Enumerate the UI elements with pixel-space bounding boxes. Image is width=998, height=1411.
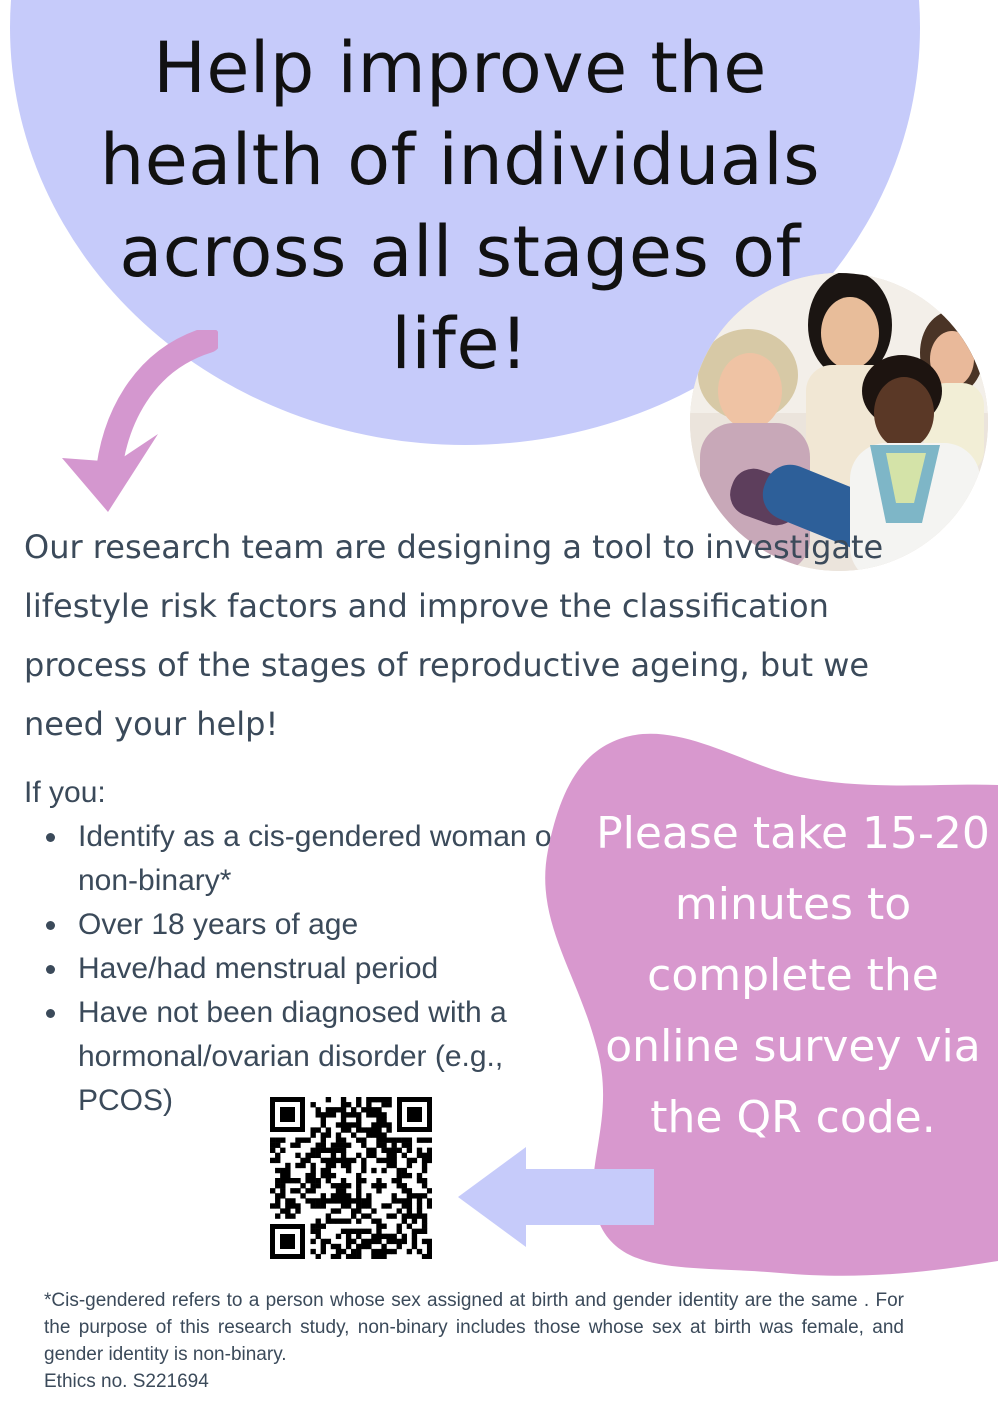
call-to-action-text: Please take 15-20 minutes to complete th…	[596, 808, 990, 1143]
criteria-item: Over 18 years of age	[24, 903, 604, 947]
criteria-label: If you:	[24, 776, 106, 809]
call-to-action-blob	[545, 733, 998, 1276]
group-photo	[690, 273, 988, 571]
criteria-item: Have not been diagnosed with a hormonal/…	[24, 991, 604, 1123]
intro-paragraph: Our research team are designing a tool t…	[24, 528, 884, 743]
criteria-item: Identify as a cis-gendered woman or non-…	[24, 815, 604, 903]
qr-code[interactable]	[270, 1097, 432, 1259]
criteria-list: Identify as a cis-gendered woman or non-…	[24, 815, 604, 1123]
curved-arrow-down-icon	[62, 330, 218, 512]
arrow-left-icon	[458, 1147, 654, 1247]
ethics-number: Ethics no. S221694	[44, 1371, 209, 1392]
criteria-item: Have/had menstrual period	[24, 947, 604, 991]
headline: Help improve the health of individuals a…	[99, 27, 821, 385]
footnote: *Cis-gendered refers to a person whose s…	[44, 1290, 904, 1365]
